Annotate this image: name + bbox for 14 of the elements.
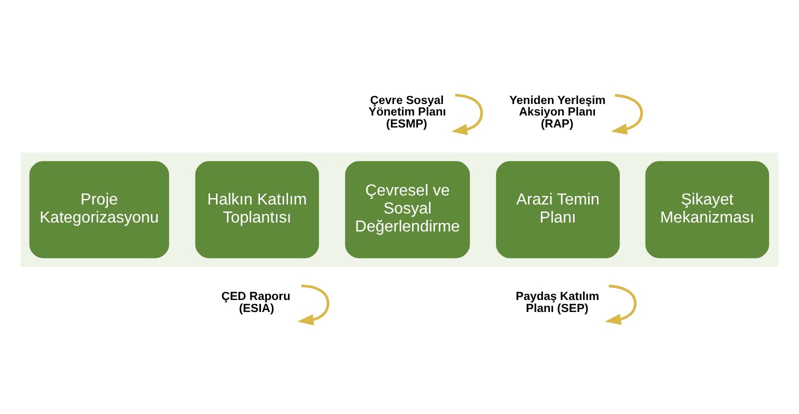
arrow — [611, 94, 643, 135]
node-box: Çevresel ve Sosyal Değerlendirme — [345, 161, 470, 258]
node-text: Paydaş Katılım Planı (SEP) — [516, 290, 600, 315]
node-text: Yeniden Yerleşim Aksiyon Planı (RAP) — [509, 94, 606, 130]
node-box: Proje Kategorizasyonu — [29, 161, 170, 258]
node-text: Çevre Sosyal Yönetim Planı (ESMP) — [368, 94, 446, 130]
node-box: Şikayet Mekanizması — [645, 161, 770, 258]
node-box: Halkın Katılım Toplantısı — [195, 161, 319, 258]
arrow — [297, 284, 330, 326]
node-box: Arazi Temin Planı — [496, 161, 620, 258]
node-text: ÇED Raporu (ESIA) — [221, 290, 290, 315]
arrow — [451, 94, 483, 136]
cluster — [20, 152, 778, 267]
arrow — [604, 284, 637, 325]
